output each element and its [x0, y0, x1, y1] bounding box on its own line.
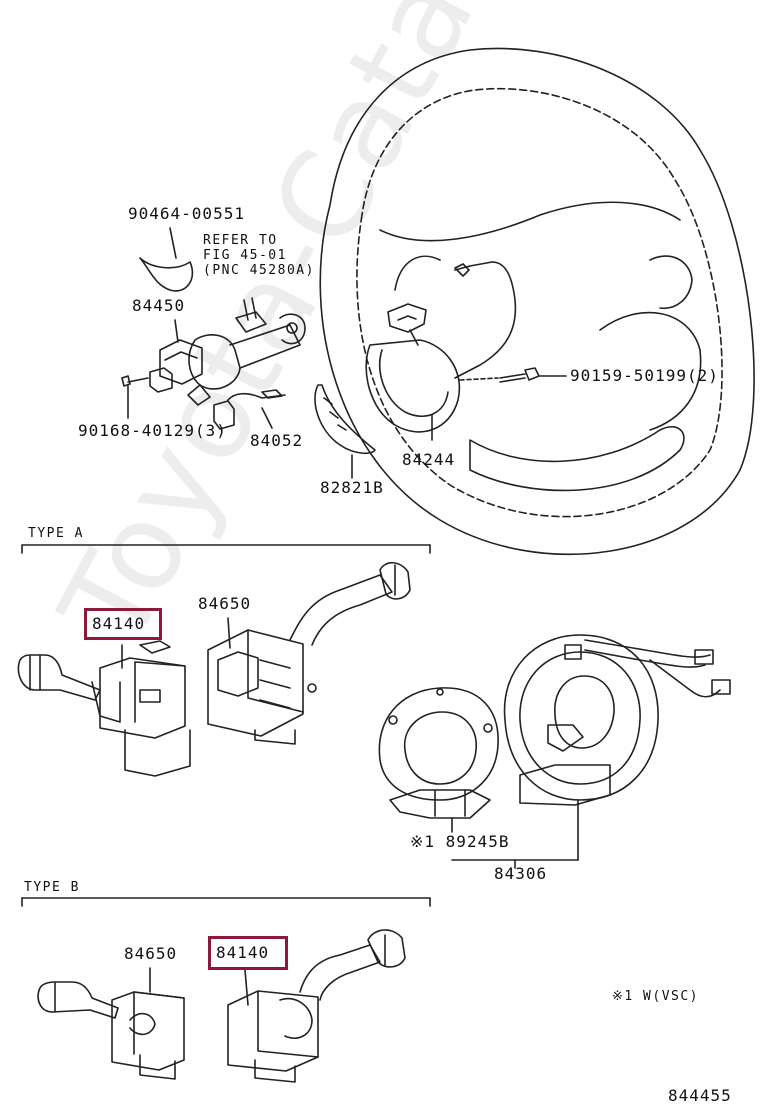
- label-90159-50199: 90159-50199(2): [570, 366, 719, 385]
- type-a-switch-84140: [17, 640, 191, 777]
- label-type-b: TYPE B: [24, 880, 80, 895]
- type-a-switch-84650: [207, 561, 411, 745]
- footnote-vsc: ※1 W(VSC): [612, 989, 700, 1004]
- label-84450: 84450: [132, 296, 186, 315]
- label-refer-line3: (PNC 45280A): [203, 263, 315, 278]
- part-89245b: [378, 687, 499, 833]
- label-refer-line2: FIG 45-01: [203, 248, 287, 263]
- type-a-bracket: [21, 544, 431, 554]
- figure-number: 844455: [668, 1086, 732, 1105]
- label-84140-type-b: 84140: [216, 943, 270, 962]
- label-84306: 84306: [494, 864, 548, 883]
- label-82821b: 82821B: [320, 478, 384, 497]
- label-84052: 84052: [250, 431, 304, 450]
- part-84450: [149, 319, 203, 393]
- label-84244: 84244: [402, 450, 456, 469]
- part-84244: [365, 303, 461, 441]
- label-90168-40129: 90168-40129(3): [78, 421, 227, 440]
- part-90464: [139, 227, 194, 292]
- steering-wheel: [319, 47, 755, 556]
- type-b-bracket: [21, 897, 431, 907]
- screw-90168: [121, 375, 149, 419]
- part-84306: [451, 634, 731, 869]
- bolt-90159: [459, 367, 567, 383]
- label-refer-line1: REFER TO: [203, 233, 278, 248]
- type-b-switch-84140: [227, 929, 406, 1083]
- label-84650-type-a: 84650: [198, 594, 252, 613]
- airbag-wire: [454, 261, 517, 379]
- label-84140-type-a: 84140: [92, 614, 146, 633]
- part-84052: [213, 389, 286, 430]
- label-89245b: ※1 89245B: [410, 832, 510, 851]
- steering-column: [187, 297, 306, 406]
- part-82821b: [314, 384, 376, 479]
- highlight-84140-type-a: [84, 608, 162, 640]
- label-84650-type-b: 84650: [124, 944, 178, 963]
- label-90464-00551: 90464-00551: [128, 204, 245, 223]
- highlight-84140-type-b: [208, 936, 288, 970]
- type-b-switch-84650: [37, 967, 185, 1080]
- label-type-a: TYPE A: [28, 526, 84, 541]
